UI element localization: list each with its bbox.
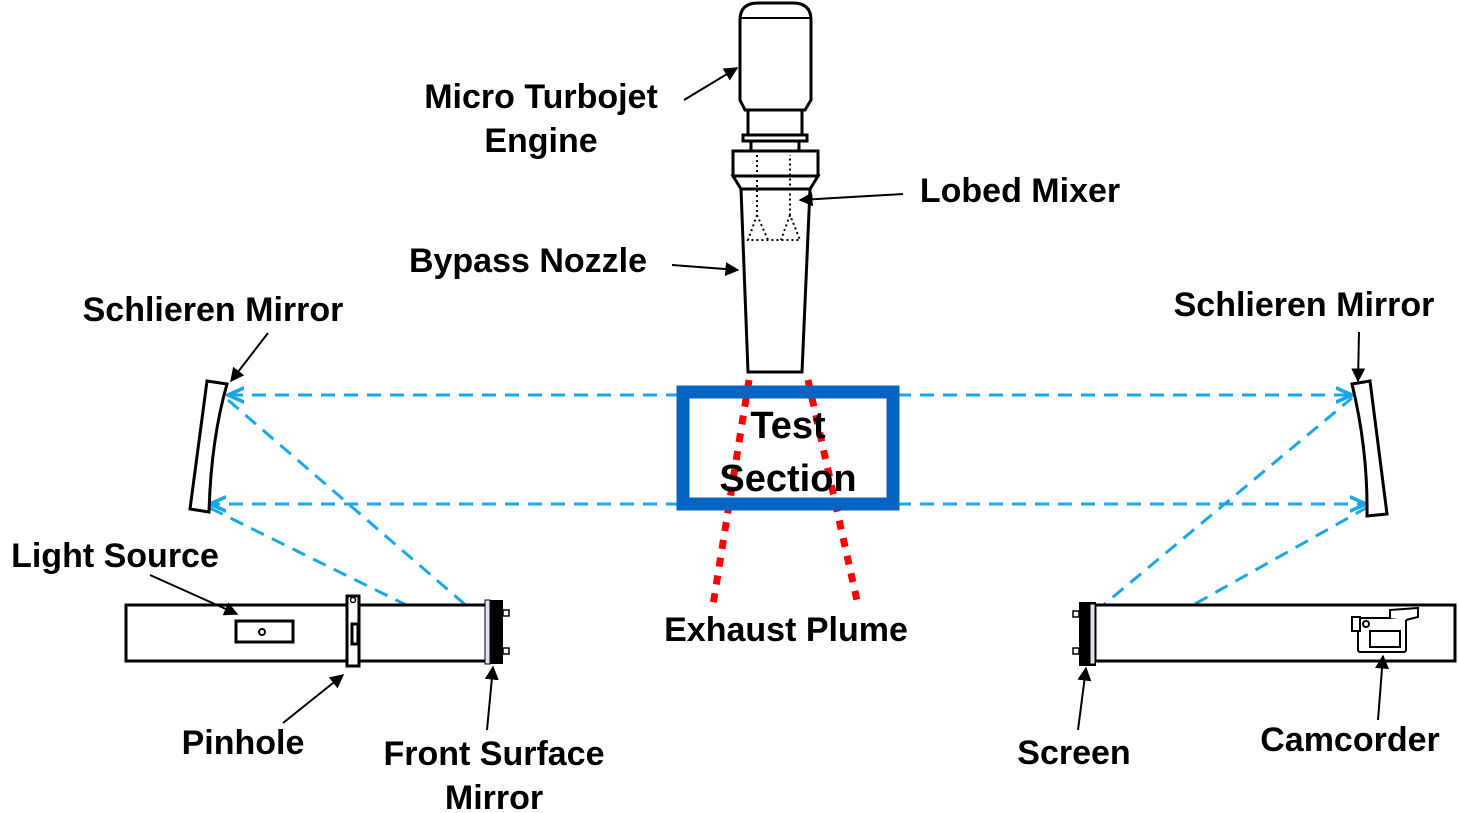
arrow-icon-camcorder <box>1375 654 1389 721</box>
plume-left-line <box>709 379 753 606</box>
arrow-icon-bypass-nozzle <box>671 262 740 277</box>
front-mirror-label-line1: Front Surface <box>383 735 604 773</box>
engine-label-line1: Micro Turbojet <box>424 78 658 116</box>
ray-diag-3 <box>1094 396 1353 614</box>
plume-right-line <box>804 379 862 606</box>
screen-icon <box>1072 602 1096 666</box>
arrow-icon-front-mirror <box>484 665 499 731</box>
mixer-transition <box>730 174 821 191</box>
screen-label: Screen <box>1017 734 1130 772</box>
front-mirror-label-line2: Mirror <box>445 779 543 813</box>
engine-label-line2: Engine <box>484 122 597 160</box>
screen-screw-top <box>1072 610 1080 618</box>
pinhole-screw <box>349 596 357 604</box>
pinhole-icon <box>345 594 361 668</box>
ray-diag-1 <box>227 398 484 622</box>
right-mirror-label: Schlieren Mirror <box>1174 286 1435 324</box>
lobed-mixer-label: Lobed Mixer <box>920 172 1120 210</box>
right-optical-bench <box>1072 602 1457 666</box>
mirror-icon-left <box>188 379 229 514</box>
camcorder-icon <box>1351 606 1419 653</box>
mixer-housing <box>731 149 820 178</box>
light-source-label: Light Source <box>11 537 219 575</box>
pinhole-label: Pinhole <box>182 724 305 762</box>
engine-neck <box>746 108 804 137</box>
arrow-icon-screen <box>1077 666 1092 731</box>
mirror-icon-right <box>1350 379 1389 518</box>
engine-icon <box>738 1 813 153</box>
left-optical-bench <box>124 594 510 668</box>
front-mirror-surface <box>484 599 491 665</box>
engine-body <box>738 1 813 112</box>
screen-surface <box>1089 603 1096 665</box>
left-mirror-label: Schlieren Mirror <box>83 291 344 329</box>
bypass-nozzle-label: Bypass Nozzle <box>409 242 647 280</box>
exhaust-plume-label: Exhaust Plume <box>664 611 908 649</box>
camcorder-screen <box>1369 630 1401 648</box>
front-mirror-screw-bottom <box>502 647 510 655</box>
camcorder-eyepiece <box>1362 620 1370 628</box>
arrow-icon-left-mirror <box>230 332 269 383</box>
camcorder-lens <box>1351 616 1361 632</box>
camcorder-handle <box>1389 606 1419 621</box>
front-surface-mirror-icon <box>484 599 510 665</box>
left-bench-rail <box>124 603 490 663</box>
light-source-aperture <box>258 628 266 636</box>
arrow-icon-light-source <box>149 574 239 616</box>
leader-arrows <box>149 67 1389 731</box>
labels: Micro Turbojet Engine Lobed Mixer Bypass… <box>11 78 1440 813</box>
screen-screw-bottom <box>1072 647 1080 655</box>
arrow-icon-right-mirror <box>1351 331 1366 383</box>
light-source-icon <box>234 619 295 644</box>
exhaust-plume <box>709 379 862 606</box>
test-section-label-line1: Test <box>750 405 826 447</box>
test-section: Test Section <box>676 385 900 511</box>
test-section-box <box>676 385 900 511</box>
front-mirror-screw-top <box>502 609 510 617</box>
test-section-label-line2: Section <box>719 458 856 500</box>
arrow-icon-pinhole <box>282 674 345 724</box>
arrow-icon-engine <box>683 67 739 101</box>
camcorder-label: Camcorder <box>1260 721 1440 759</box>
nozzle-icon <box>739 187 812 374</box>
pinhole-slit <box>350 622 360 646</box>
mixer-lobes-overlay <box>746 155 802 241</box>
arrow-icon-lobed-mixer <box>798 192 904 207</box>
